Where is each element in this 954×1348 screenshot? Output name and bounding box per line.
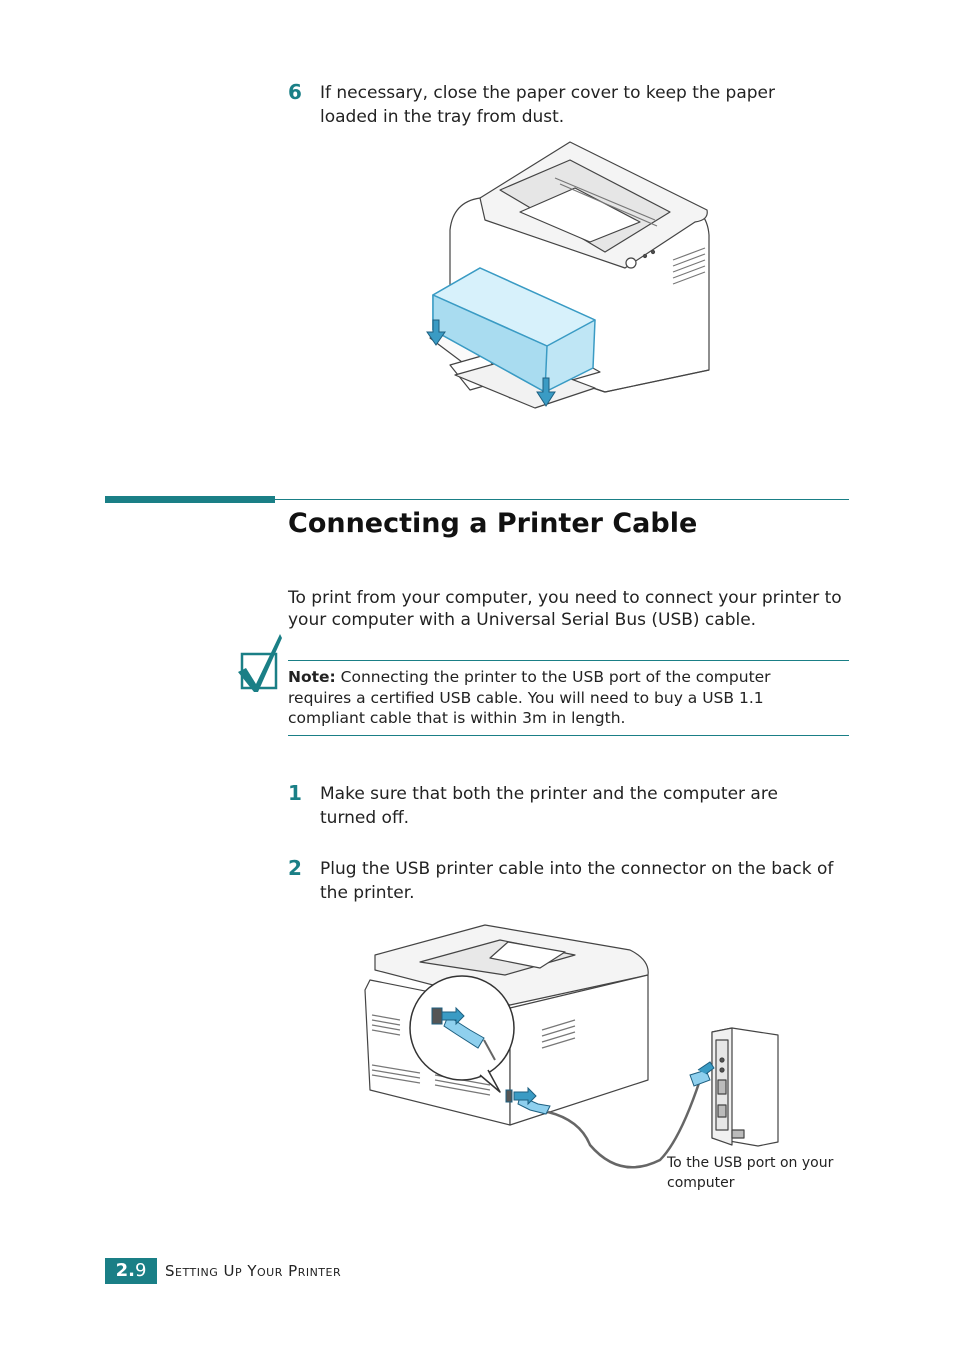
footer-section-label: Setting Up Your Printer bbox=[165, 1262, 342, 1280]
section-divider bbox=[275, 499, 849, 500]
note-label: Note: bbox=[288, 668, 336, 686]
page-index: 9 bbox=[134, 1260, 147, 1281]
step-number-6: 6 bbox=[288, 80, 302, 104]
step-2-text: Plug the USB printer cable into the conn… bbox=[320, 859, 834, 903]
printer-cover-illustration bbox=[425, 140, 720, 415]
section-title: Connecting a Printer Cable bbox=[288, 508, 698, 539]
note-bottom-rule bbox=[288, 735, 849, 736]
page-chapter: 2. bbox=[115, 1260, 135, 1281]
note-body: Connecting the printer to the USB port o… bbox=[288, 668, 771, 727]
note-text: Note: Connecting the printer to the USB … bbox=[288, 667, 828, 729]
page-number: 2.9 bbox=[105, 1258, 157, 1284]
note-top-rule bbox=[288, 660, 849, 661]
step-number-1: 1 bbox=[288, 781, 302, 805]
usb-connection-illustration bbox=[360, 920, 790, 1175]
step-6-text: If necessary, close the paper cover to k… bbox=[320, 83, 776, 127]
step-number-2: 2 bbox=[288, 856, 302, 880]
figure-2-caption: To the USB port on your computer bbox=[667, 1155, 834, 1191]
step-1-text: Make sure that both the printer and the … bbox=[320, 784, 778, 828]
checkmark-icon bbox=[236, 632, 284, 692]
section-intro: To print from your computer, you need to… bbox=[288, 588, 842, 630]
section-accent-bar bbox=[105, 496, 275, 503]
